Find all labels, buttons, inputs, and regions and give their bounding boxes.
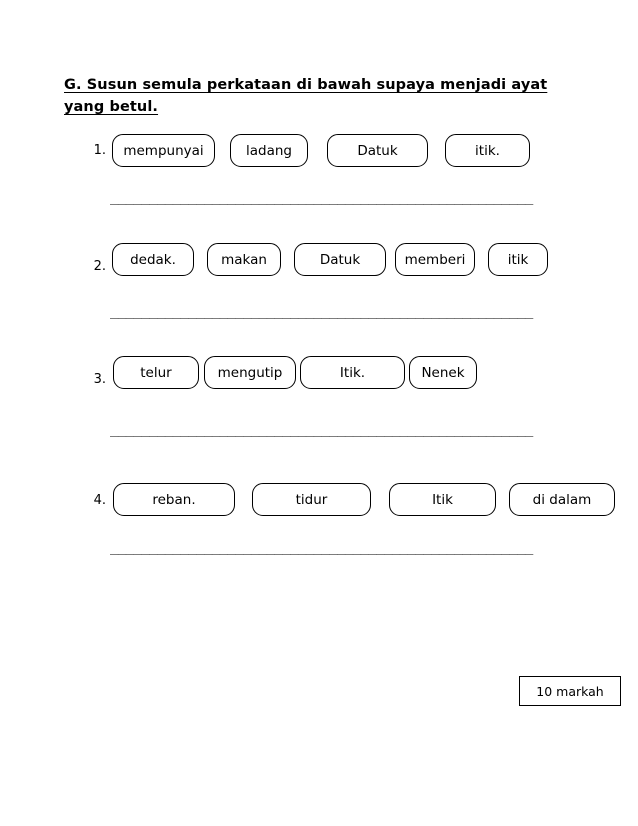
word-box[interactable]: itik. [445, 134, 530, 167]
answer-line-4[interactable]: ________________________________________… [110, 542, 533, 555]
word-box[interactable]: Datuk [294, 243, 386, 276]
answer-line-3[interactable]: ________________________________________… [110, 424, 533, 437]
word-box[interactable]: telur [113, 356, 199, 389]
word-box[interactable]: Nenek [409, 356, 477, 389]
answer-line-1[interactable]: ________________________________________… [110, 192, 533, 205]
word-box[interactable]: mempunyai [112, 134, 215, 167]
word-box[interactable]: reban. [113, 483, 235, 516]
question-number-4: 4. [93, 493, 106, 508]
word-box[interactable]: di dalam [509, 483, 615, 516]
question-number-3: 3. [93, 372, 106, 387]
word-row-3: telur mengutip Itik. Nenek [113, 356, 477, 389]
word-box[interactable]: Itik [389, 483, 496, 516]
section-heading: G. Susun semula perkataan di bawah supay… [64, 77, 548, 115]
question-number-1: 1. [93, 143, 106, 158]
word-box[interactable]: makan [207, 243, 281, 276]
answer-line-2[interactable]: ________________________________________… [110, 306, 533, 319]
word-box[interactable]: mengutip [204, 356, 296, 389]
word-box[interactable]: ladang [230, 134, 308, 167]
word-row-1: mempunyai ladang Datuk itik. [112, 134, 530, 167]
word-box[interactable]: Datuk [327, 134, 428, 167]
marks-box: 10 markah [519, 676, 621, 706]
word-row-4: reban. tidur Itik di dalam [113, 483, 615, 516]
word-box[interactable]: itik [488, 243, 548, 276]
marks-label: 10 markah [536, 683, 604, 699]
question-number-2: 2. [93, 259, 106, 274]
word-box[interactable]: memberi [395, 243, 475, 276]
word-box[interactable]: dedak. [112, 243, 194, 276]
word-row-2: dedak. makan Datuk memberi itik [112, 243, 548, 276]
word-box[interactable]: tidur [252, 483, 371, 516]
word-box[interactable]: Itik. [300, 356, 405, 389]
